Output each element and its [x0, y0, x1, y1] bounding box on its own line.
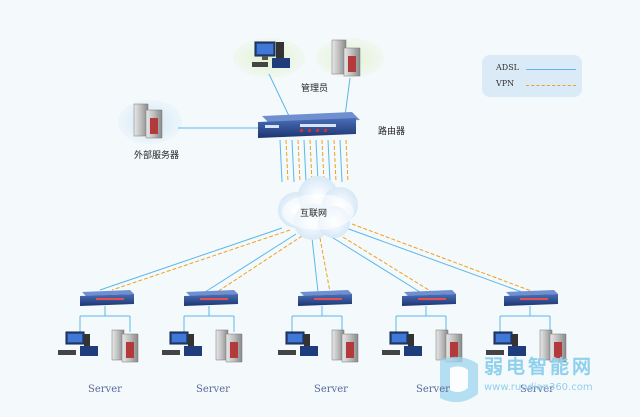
- admin-links: [178, 73, 351, 129]
- branch-server-label: Server: [520, 384, 554, 395]
- computer-icon: [58, 331, 98, 356]
- branch-server-label: Server: [314, 384, 348, 395]
- computer-icon: [278, 331, 318, 356]
- branch-3: [278, 290, 359, 363]
- branch-server-label: Server: [88, 384, 122, 395]
- computer-icon: [382, 331, 422, 356]
- router-cloud-links: [279, 139, 349, 183]
- server-tower-icon: [331, 329, 359, 363]
- branch-5: [486, 290, 567, 363]
- branch-1: [58, 290, 139, 363]
- watermark-url: www.ruodian360.com: [484, 382, 593, 393]
- computer-icon: [162, 331, 202, 356]
- switch-icon: [80, 290, 134, 306]
- external-server-label: 外部服务器: [134, 151, 180, 161]
- legend: ADSL VPN: [482, 55, 582, 97]
- legend-vpn-label: VPN: [496, 79, 515, 88]
- router-icon: [258, 112, 360, 138]
- branch-2: [162, 290, 243, 363]
- router-label: 路由器: [378, 127, 406, 137]
- watermark-text: 弱电智能网: [484, 356, 595, 378]
- branch-server-label: Server: [416, 384, 450, 395]
- cloud-branch-links: [99, 223, 535, 293]
- external-server-icon: [133, 103, 163, 139]
- switch-icon: [402, 290, 456, 306]
- switch-icon: [298, 290, 352, 306]
- watermark-logo-icon: [440, 356, 478, 403]
- server-tower-icon: [111, 329, 139, 363]
- internet-cloud-icon: [278, 176, 358, 240]
- switch-icon: [184, 290, 238, 306]
- branch-server-label: Server: [196, 384, 230, 395]
- server-tower-icon: [215, 329, 243, 363]
- computer-icon: [486, 331, 526, 356]
- switch-icon: [504, 290, 558, 306]
- admin-label: 管理员: [301, 84, 329, 94]
- legend-vpn-line: [526, 85, 576, 86]
- branch-4: [382, 290, 463, 363]
- server-tower-icon: [539, 329, 567, 363]
- legend-adsl-line: [526, 69, 576, 70]
- admin-server-icon: [331, 39, 361, 77]
- internet-label: 互联网: [300, 209, 328, 219]
- legend-adsl-label: ADSL: [496, 63, 519, 72]
- admin-computer-icon: [252, 41, 290, 68]
- server-tower-icon: [435, 329, 463, 363]
